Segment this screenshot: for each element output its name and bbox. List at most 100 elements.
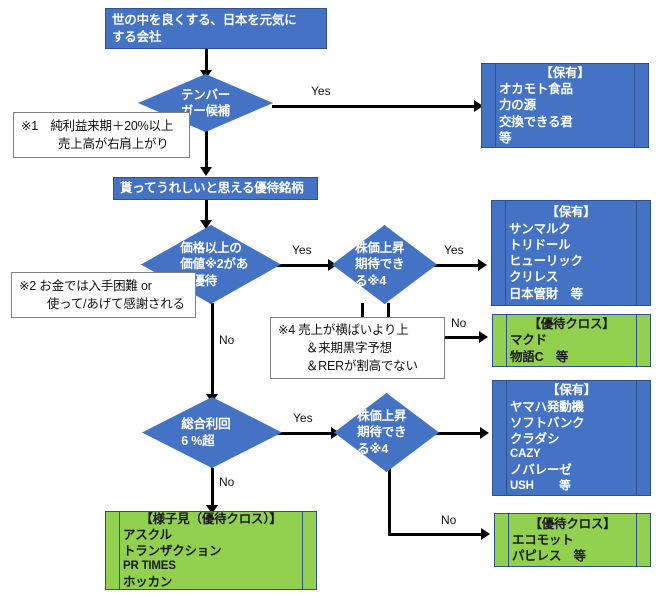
pdp-right-rule <box>636 381 637 495</box>
node-hold-tenbagger-text: 【保有】 オカモト食品 力の源 交換できる君 等 <box>499 64 631 147</box>
node-decision-price-up-2-text: 株価上昇 期待でき る※4 <box>357 409 407 456</box>
node-cross-2-item-1: パピレス 等 <box>512 549 586 564</box>
note-2-text: ※2 お金では入手困難 or 使って/あげて感謝される <box>19 278 185 311</box>
arrowhead-priceup1-no <box>479 331 488 343</box>
pdp-left-rule <box>495 64 496 147</box>
node-hold-tenbagger[interactable]: 【保有】 オカモト食品 力の源 交換できる君 等 <box>481 63 649 148</box>
node-cross-2-header: 【優待クロス】 <box>529 516 616 531</box>
edge-label-yield-yes: Yes <box>293 411 313 425</box>
node-hold-value-item-2: ヒューリック <box>509 254 583 268</box>
node-cross-1-header: 【優待クロス】 <box>528 317 615 332</box>
node-hold-value-item-0: サンマルク <box>509 221 571 236</box>
connector-yield-no <box>211 468 214 510</box>
connector-priceup2-yes <box>434 432 486 435</box>
node-cross-1-text: 【優待クロス】 マクド 物語C 等 <box>510 315 633 366</box>
node-cross-1[interactable]: 【優待クロス】 マクド 物語C 等 <box>492 314 651 367</box>
note-2: ※2 お金では入手困難 or 使って/あげて感謝される <box>11 272 196 318</box>
pdp-right-rule <box>636 514 637 566</box>
pdp-left-rule <box>505 201 506 305</box>
arrowhead-yield-no <box>206 505 218 514</box>
note-1: ※1 純利益来期＋20%以上 売上高が右肩上がり <box>13 112 190 158</box>
arrowhead-tenbagger-to-yutai <box>200 167 212 176</box>
node-hold-yield-header: 【保有】 <box>546 383 597 398</box>
node-watch-cross-item-1: トランザクション <box>123 544 222 559</box>
node-decision-tenbagger-text: テンバー ガー候補 <box>180 87 231 118</box>
pdp-left-rule <box>506 381 507 495</box>
node-watch-cross[interactable]: 【様子見（優待クロス）】 アスクル トランザクション PR TIMES ホッカン <box>105 511 317 590</box>
node-hold-tenbagger-item-1: 力の源 <box>499 98 536 113</box>
edge-label-priceup2-no: No <box>441 513 457 527</box>
node-hold-value-item-3: クリレス <box>509 270 559 285</box>
connector-yutai-to-value <box>205 199 208 225</box>
node-start-process[interactable]: 世の中を良くする、日本を元気に する会社 <box>105 8 327 49</box>
arrowhead-yutai-to-value <box>200 220 212 229</box>
connector-tenbagger-to-yutai <box>205 131 208 173</box>
node-hold-yield-item-4: ノバレーゼ <box>510 463 572 478</box>
edge-label-value-no: No <box>219 333 235 347</box>
node-hold-yield-item-5: USH 等 <box>510 479 571 492</box>
pdp-left-rule <box>119 512 120 589</box>
node-decision-tenbagger[interactable]: テンバー ガー候補 <box>138 74 273 132</box>
pdp-left-rule <box>506 315 507 366</box>
arrowhead-tenbagger-yes <box>474 100 483 112</box>
node-cross-1-item-1: 物語C 等 <box>510 349 569 364</box>
connector-yield-yes <box>277 432 335 435</box>
node-hold-tenbagger-item-0: オカモト食品 <box>499 82 573 97</box>
node-watch-cross-header: 【様子見（優待クロス）】 <box>140 511 282 526</box>
node-hold-yield-item-2: クラダシ <box>510 432 560 447</box>
connector-value-yes <box>276 264 332 267</box>
node-hold-tenbagger-item-3: 等 <box>499 130 512 145</box>
connector-priceup2-no-horizontal <box>388 533 487 536</box>
node-hold-yield-text: 【保有】 ヤマハ発動機 ソフトバンク クラダシ CAZY ノバレーゼ USH 等 <box>510 381 633 495</box>
node-cross-2[interactable]: 【優待クロス】 エコモット パピレス 等 <box>494 513 651 567</box>
node-watch-cross-item-2: PR TIMES <box>123 560 176 573</box>
pdp-right-rule <box>636 315 637 366</box>
node-hold-yield[interactable]: 【保有】 ヤマハ発動機 ソフトバンク クラダシ CAZY ノバレーゼ USH 等 <box>492 380 651 496</box>
pdp-right-rule <box>636 201 637 305</box>
node-decision-yield[interactable]: 総合利回 6 %超 <box>142 397 282 468</box>
edge-label-tenbagger-yes: Yes <box>311 84 331 98</box>
connector-priceup1-to-note4 <box>361 303 364 318</box>
node-cross-1-item-0: マクド <box>510 333 547 348</box>
node-cross-2-text: 【優待クロス】 エコモット パピレス 等 <box>512 514 633 566</box>
node-hold-value-text: 【保有】 サンマルク トリドール ヒューリック クリレス 日本管財 等 <box>509 201 633 305</box>
pdp-right-rule <box>634 64 635 147</box>
node-start-text: 世の中を良くする、日本を元気に する会社 <box>112 12 297 44</box>
node-hold-value[interactable]: 【保有】 サンマルク トリドール ヒューリック クリレス 日本管財 等 <box>491 200 651 306</box>
node-hold-tenbagger-item-2: 交換できる君 <box>499 114 573 129</box>
node-hold-tenbagger-header: 【保有】 <box>540 65 590 80</box>
arrowhead-priceup1-yes <box>478 259 487 271</box>
arrowhead-value-yes <box>328 259 337 271</box>
edge-label-value-yes: Yes <box>292 243 312 257</box>
node-decision-yield-text: 総合利回 6 %超 <box>181 417 231 448</box>
note-4: ※4 売上が横ばいより上 ＆来期黒字予想 ＆RERが割高でない <box>270 317 445 379</box>
node-decision-price-up-2[interactable]: 株価上昇 期待でき る※4 <box>334 393 439 472</box>
pdp-left-rule <box>508 514 509 566</box>
node-hold-yield-item-0: ヤマハ発動機 <box>510 399 584 414</box>
edge-label-priceup1-yes: Yes <box>444 243 464 257</box>
node-process-yutai-text: 貰ってうれしいと思える優待銘柄 <box>120 181 304 196</box>
node-process-yutai[interactable]: 貰ってうれしいと思える優待銘柄 <box>113 177 318 200</box>
edge-label-yield-no: No <box>219 475 235 489</box>
connector-priceup1-yes <box>432 264 484 267</box>
node-decision-price-up-1[interactable]: 株価上昇 期待でき る※4 <box>332 225 437 304</box>
node-hold-yield-item-3: CAZY <box>510 448 541 461</box>
connector-start-to-tenbagger <box>205 49 208 74</box>
node-hold-value-item-4: 日本管財 等 <box>509 286 583 301</box>
node-watch-cross-item-3: ホッカン <box>123 575 173 590</box>
node-watch-cross-item-0: アスクル <box>123 527 172 542</box>
arrowhead-priceup2-yes <box>480 427 489 439</box>
arrowhead-priceup2-no <box>481 528 490 540</box>
node-watch-cross-text: 【様子見（優待クロス）】 アスクル トランザクション PR TIMES ホッカン <box>123 511 299 590</box>
connector-value-no <box>211 303 214 399</box>
node-hold-yield-item-1: ソフトバンク <box>510 415 585 430</box>
connector-priceup2-no-vertical <box>388 468 391 536</box>
pdp-right-rule <box>302 512 303 589</box>
node-hold-value-item-1: トリドール <box>509 237 571 252</box>
note-4-text: ※4 売上が横ばいより上 ＆来期黒字予想 ＆RERが割高でない <box>278 322 418 374</box>
node-decision-price-up-1-text: 株価上昇 期待でき る※4 <box>355 241 405 288</box>
node-cross-2-item-0: エコモット <box>512 532 574 547</box>
edge-label-priceup1-no: No <box>451 316 467 330</box>
connector-tenbagger-yes <box>272 105 480 108</box>
